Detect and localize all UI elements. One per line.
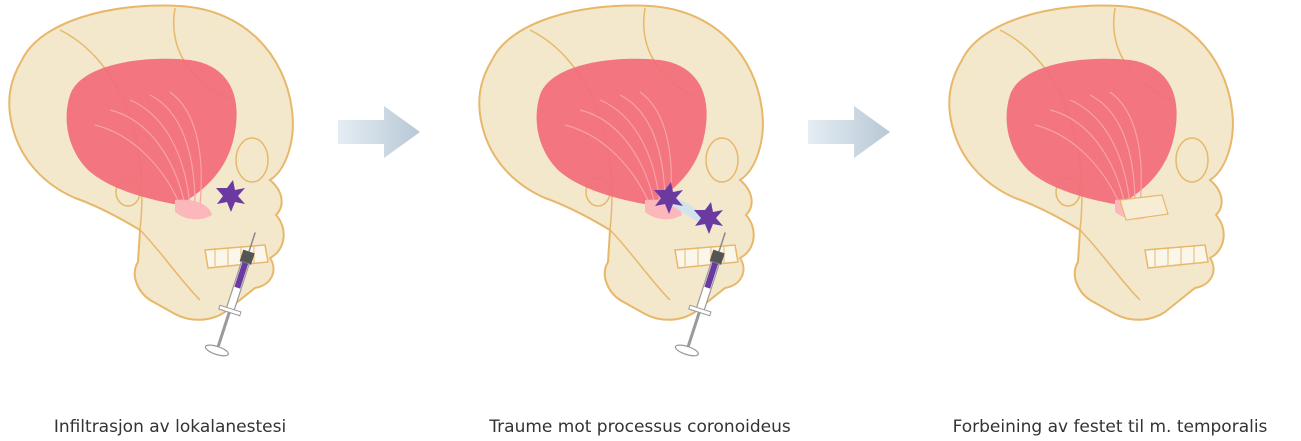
step-caption: Infiltrasjon av lokalanestesi xyxy=(15,416,325,438)
step-3-illustration xyxy=(940,0,1280,400)
arrow-right-icon xyxy=(806,102,896,162)
step-caption: Traume mot processus coronoideus xyxy=(460,416,820,438)
step-1-panel: Infiltrasjon av lokalanestesi xyxy=(0,0,340,400)
step-3-panel: Forbeining av festet til m. temporalis xyxy=(940,0,1280,400)
step-caption: Forbeining av festet til m. temporalis xyxy=(920,416,1300,438)
arrow-right-icon xyxy=(336,102,426,162)
step-2-panel: Traume mot processus coronoideus xyxy=(470,0,810,400)
step-1-illustration xyxy=(0,0,340,400)
step-2-illustration xyxy=(470,0,810,400)
